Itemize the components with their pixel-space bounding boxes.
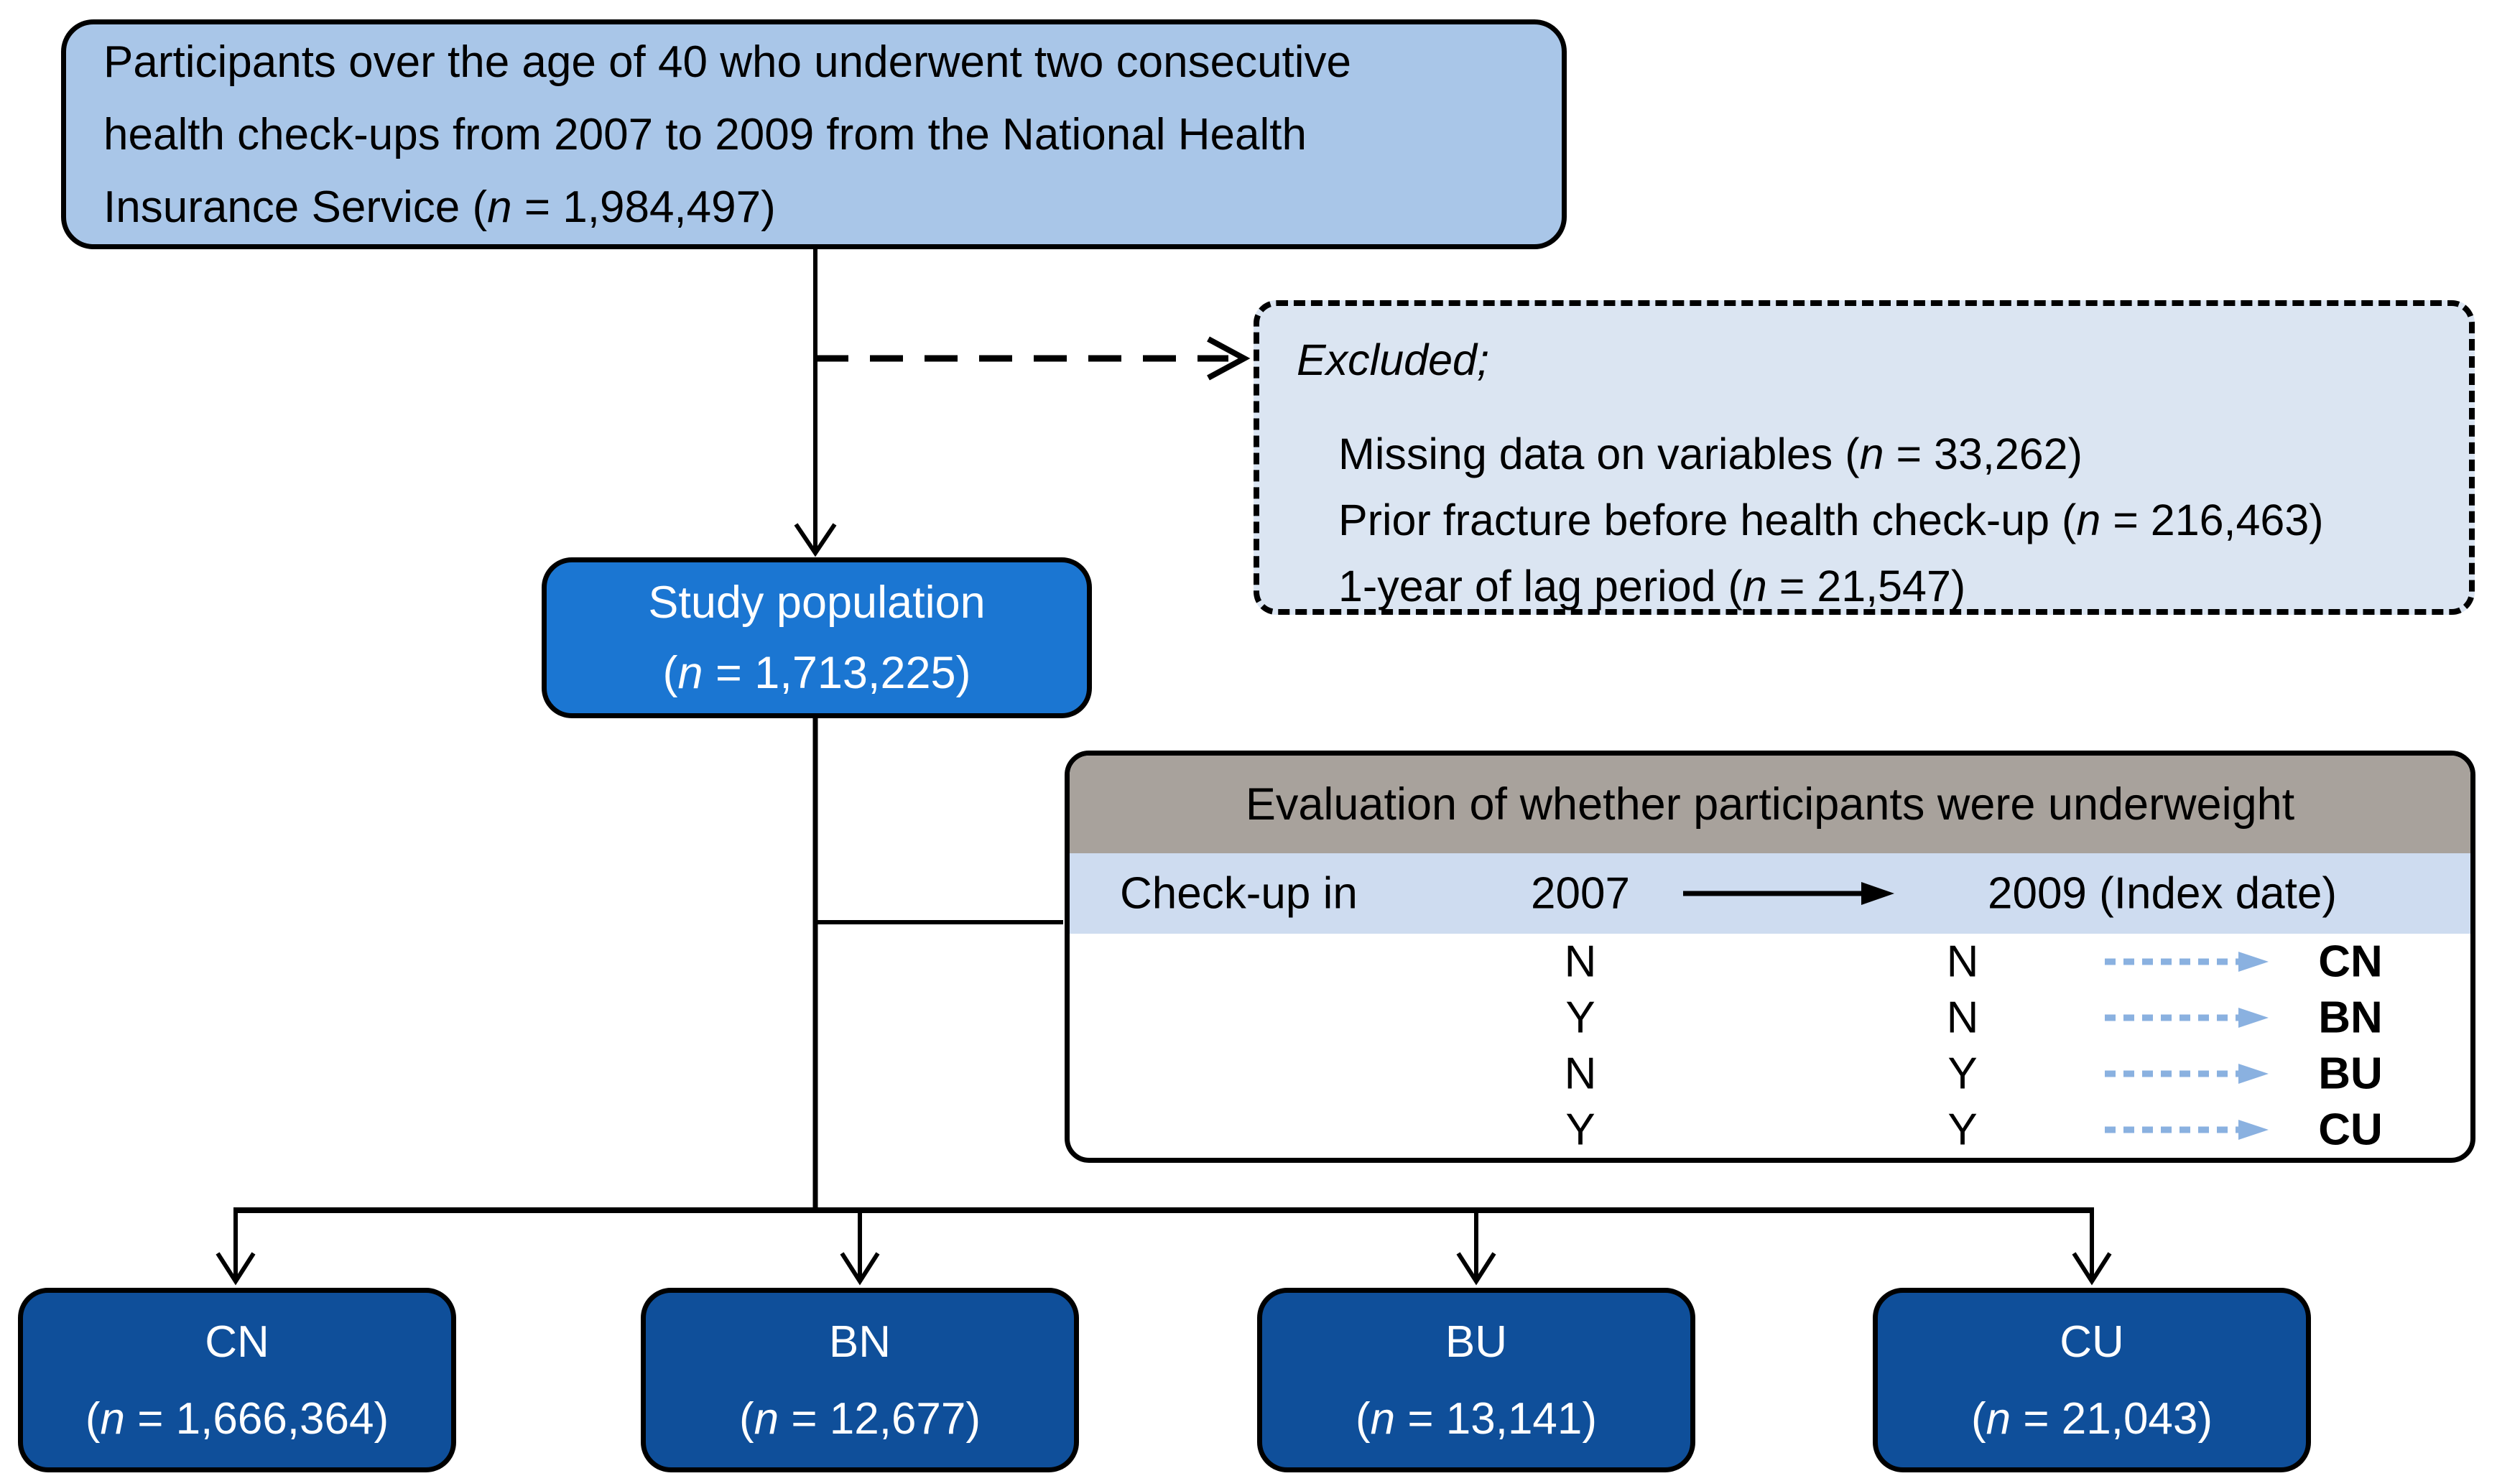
dashed-arrow-icon <box>2105 952 2269 972</box>
excluded-items: Missing data on variables (n = 33,262) P… <box>1338 421 2469 619</box>
evaluation-table-subheader: Check-up in 2007 2009 (Index date) <box>1070 853 2470 934</box>
participants-line2: health check-ups from 2007 to 2009 from … <box>103 109 1307 159</box>
table-row: Y N BN <box>1070 990 2470 1046</box>
year-arrow-icon <box>1683 882 1894 905</box>
excluded-heading: Excluded; <box>1297 335 1489 384</box>
table-row: Y Y CU <box>1070 1102 2470 1158</box>
table-row: N N CN <box>1070 934 2470 990</box>
outcome-box-cu: CU (n = 21,043) <box>1873 1288 2311 1472</box>
row-status-2007: N <box>1564 1049 1597 1099</box>
outcome-label: BU <box>1445 1317 1508 1367</box>
arrow-top-to-study <box>794 249 837 557</box>
study-population-box: Study population (n = 1,713,225) <box>542 557 1092 718</box>
subheader-year-from: 2007 <box>1531 868 1630 919</box>
evaluation-table: Evaluation of whether participants were … <box>1065 751 2475 1163</box>
row-category: CU <box>2318 1105 2383 1155</box>
drop-arrow-bn <box>840 1207 880 1286</box>
study-population-title: Study population <box>648 577 986 628</box>
outcome-count: (n = 1,666,364) <box>85 1393 389 1444</box>
drop-arrow-cn <box>216 1207 256 1286</box>
participants-line3: Insurance Service (n = 1,984,497) <box>103 182 776 232</box>
excluded-item-missing-data: Missing data on variables (n = 33,262) <box>1338 430 2083 478</box>
row-status-2007: Y <box>1565 1105 1595 1155</box>
outcome-count: (n = 21,043) <box>1970 1393 2213 1444</box>
outcome-count: (n = 13,141) <box>1355 1393 1598 1444</box>
evaluation-table-rows: N N CN Y N BN N Y <box>1070 934 2470 1158</box>
row-status-2007: Y <box>1565 993 1595 1043</box>
outcome-label: CN <box>205 1317 269 1367</box>
outcome-box-bu: BU (n = 13,141) <box>1257 1288 1695 1472</box>
outcome-box-bn: BN (n = 12,677) <box>641 1288 1079 1472</box>
outcome-box-cn: CN (n = 1,666,364) <box>18 1288 456 1472</box>
excluded-box: Excluded; Missing data on variables (n =… <box>1254 300 2475 615</box>
evaluation-table-title: Evaluation of whether participants were … <box>1245 779 2295 830</box>
subheader-label: Check-up in <box>1120 868 1358 919</box>
study-population-count: (n = 1,713,225) <box>662 648 971 698</box>
dashed-arrow-icon <box>2105 1120 2269 1140</box>
row-status-2009: Y <box>1947 1105 1978 1155</box>
dashed-arrow-icon <box>2105 1064 2269 1084</box>
outcome-label: CU <box>2060 1317 2124 1367</box>
drop-arrow-bu <box>1456 1207 1496 1286</box>
row-status-2009: N <box>1946 993 1979 1043</box>
table-row: N Y BU <box>1070 1046 2470 1102</box>
row-status-2009: N <box>1946 937 1979 987</box>
outcome-count: (n = 12,677) <box>738 1393 981 1444</box>
drop-arrow-cu <box>2072 1207 2112 1286</box>
outcome-label: BN <box>828 1317 891 1367</box>
participants-line1: Participants over the age of 40 who unde… <box>103 37 1352 87</box>
row-status-2007: N <box>1564 937 1597 987</box>
row-category: BU <box>2318 1049 2383 1099</box>
subheader-year-to: 2009 (Index date) <box>1987 868 2337 919</box>
excluded-item-lag-period: 1-year of lag period (n = 21,547) <box>1338 562 1966 610</box>
row-category: BN <box>2318 993 2383 1043</box>
row-category: CN <box>2318 937 2383 987</box>
evaluation-table-header: Evaluation of whether participants were … <box>1070 756 2470 853</box>
row-status-2009: Y <box>1947 1049 1978 1099</box>
participants-box: Participants over the age of 40 who unde… <box>61 19 1567 249</box>
dashed-arrow-to-excluded <box>815 336 1251 381</box>
dashed-arrow-icon <box>2105 1008 2269 1028</box>
excluded-item-prior-fracture: Prior fracture before health check-up (n… <box>1338 496 2324 544</box>
